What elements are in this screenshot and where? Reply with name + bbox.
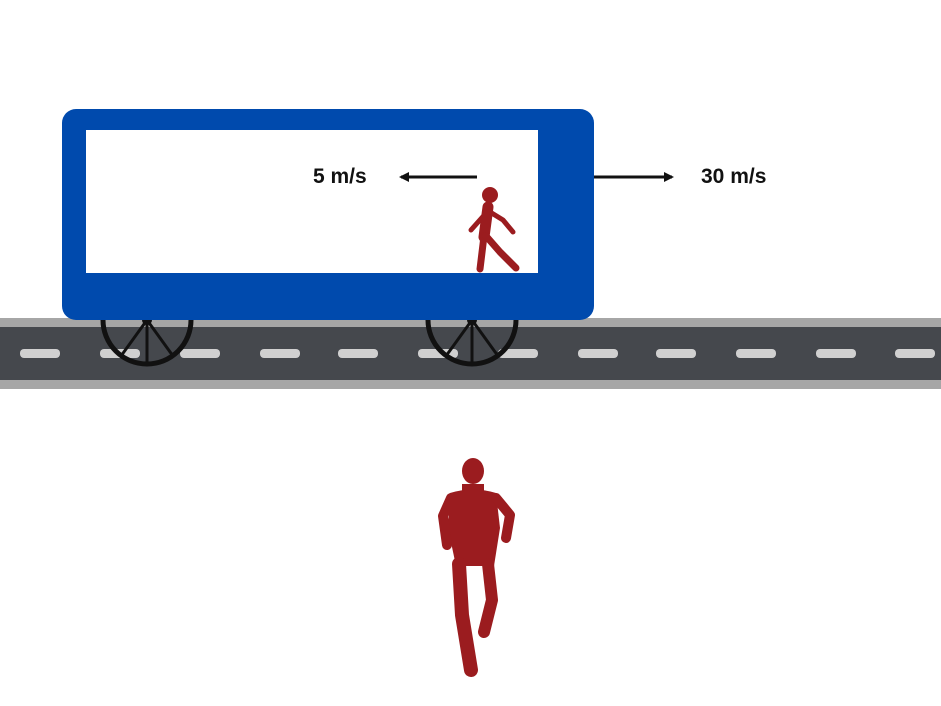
train-car [62, 109, 594, 320]
person-walking-icon [468, 187, 520, 273]
person-running-icon [438, 458, 515, 677]
walker-speed-label: 5 m/s [313, 165, 367, 188]
train-speed-label: 30 m/s [701, 165, 767, 188]
train-window [86, 130, 538, 273]
road-edge-bottom [0, 380, 941, 389]
